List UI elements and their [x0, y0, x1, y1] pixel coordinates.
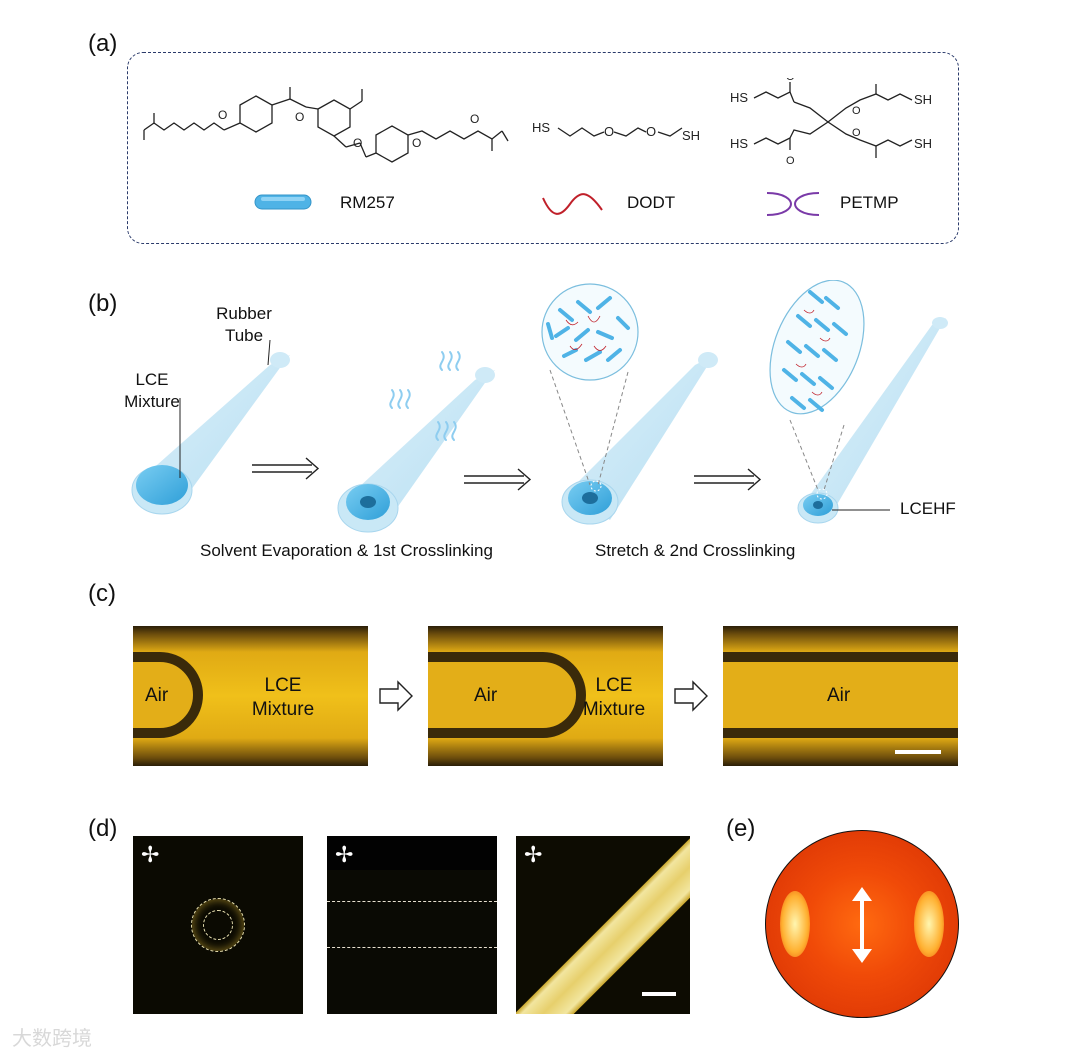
rm257-o-label: O: [295, 110, 304, 124]
petmp-legend-icon: [766, 192, 820, 216]
lce-mixture-label: LCE Mixture: [124, 370, 180, 411]
c1-air-label: Air: [145, 685, 169, 706]
dodt-o-label: O: [604, 124, 614, 139]
process-arrow-1: [252, 457, 320, 480]
rubber-tube-label: Rubber Tube: [216, 304, 272, 345]
scale-bar: [642, 992, 676, 996]
petmp-sh-label: SH: [914, 136, 932, 151]
c2-lce-label: LCE Mixture: [582, 675, 646, 720]
petmp-o-label: O: [852, 127, 861, 139]
pom-image-3: ✢: [516, 836, 690, 1014]
legend-petmp-label: PETMP: [840, 193, 899, 212]
rm257-o-label: O: [353, 136, 362, 150]
dodt-o-label: O: [646, 124, 656, 139]
petmp-o-label: O: [786, 78, 795, 83]
petmp-hs-label: HS: [730, 90, 748, 105]
c3-air-label: Air: [827, 685, 851, 706]
panel-a-frame: [127, 52, 959, 244]
micrograph-c3: Air: [723, 626, 958, 766]
step2-caption: Stretch & 2nd Crosslinking: [595, 541, 796, 560]
crossed-polarizer-icon: ✢: [141, 842, 160, 867]
rm257-o-label: O: [470, 112, 479, 126]
tube-1: [131, 352, 290, 515]
dodt-sh-label: SH: [682, 128, 700, 143]
micrograph-c2: Air LCE Mixture: [428, 626, 663, 766]
tube-2: [337, 351, 495, 533]
rm257-structure: O O O O O: [143, 87, 509, 163]
pom-image-1: ✢: [133, 836, 303, 1014]
rm257-o-label: O: [412, 136, 421, 150]
legend-rm257-label: RM257: [340, 193, 395, 212]
pom-image-2: ✢: [327, 836, 497, 1014]
petmp-hs-label: HS: [730, 136, 748, 151]
stretch-direction-arrow-icon: [852, 887, 872, 963]
rm257-o-label: O: [218, 108, 227, 122]
tube-4: [769, 280, 948, 524]
lcehf-label: LCEHF: [900, 499, 956, 518]
legend-dodt-label: DODT: [627, 193, 676, 212]
scale-bar: [895, 750, 941, 754]
c1-lce-label: LCE Mixture: [251, 675, 315, 720]
process-schematic: [131, 280, 948, 533]
petmp-sh-label: SH: [914, 92, 932, 107]
watermark-text: 大数跨境: [12, 1028, 92, 1050]
flow-arrow-1: [379, 680, 413, 712]
dodt-hs-label: HS: [532, 120, 550, 135]
tube-3: [541, 283, 718, 525]
crossed-polarizer-icon: ✢: [524, 842, 543, 867]
petmp-structure: HS SH HS SH O O O O: [730, 78, 932, 167]
petmp-o-label: O: [786, 155, 795, 167]
petmp-o-label: O: [852, 105, 861, 117]
process-arrow-3: [694, 468, 762, 491]
panel-label-e: (e): [726, 815, 756, 842]
panel-label-a: (a): [88, 30, 118, 57]
step1-caption: Solvent Evaporation & 1st Crosslinking: [200, 541, 493, 560]
process-arrow-2: [464, 468, 532, 491]
micrograph-c1: Air LCE Mixture: [133, 626, 368, 766]
dodt-legend-icon: [542, 193, 603, 215]
panel-label-b: (b): [88, 290, 118, 317]
crossed-polarizer-icon: ✢: [335, 842, 354, 867]
c2-air-label: Air: [474, 685, 498, 706]
waxs-pattern: [765, 830, 959, 1018]
rm257-legend-icon: [254, 194, 312, 210]
flow-arrow-2: [674, 680, 708, 712]
panel-label-d: (d): [88, 815, 118, 842]
dodt-structure: HS O O SH: [532, 120, 700, 143]
panel-label-c: (c): [88, 580, 116, 607]
